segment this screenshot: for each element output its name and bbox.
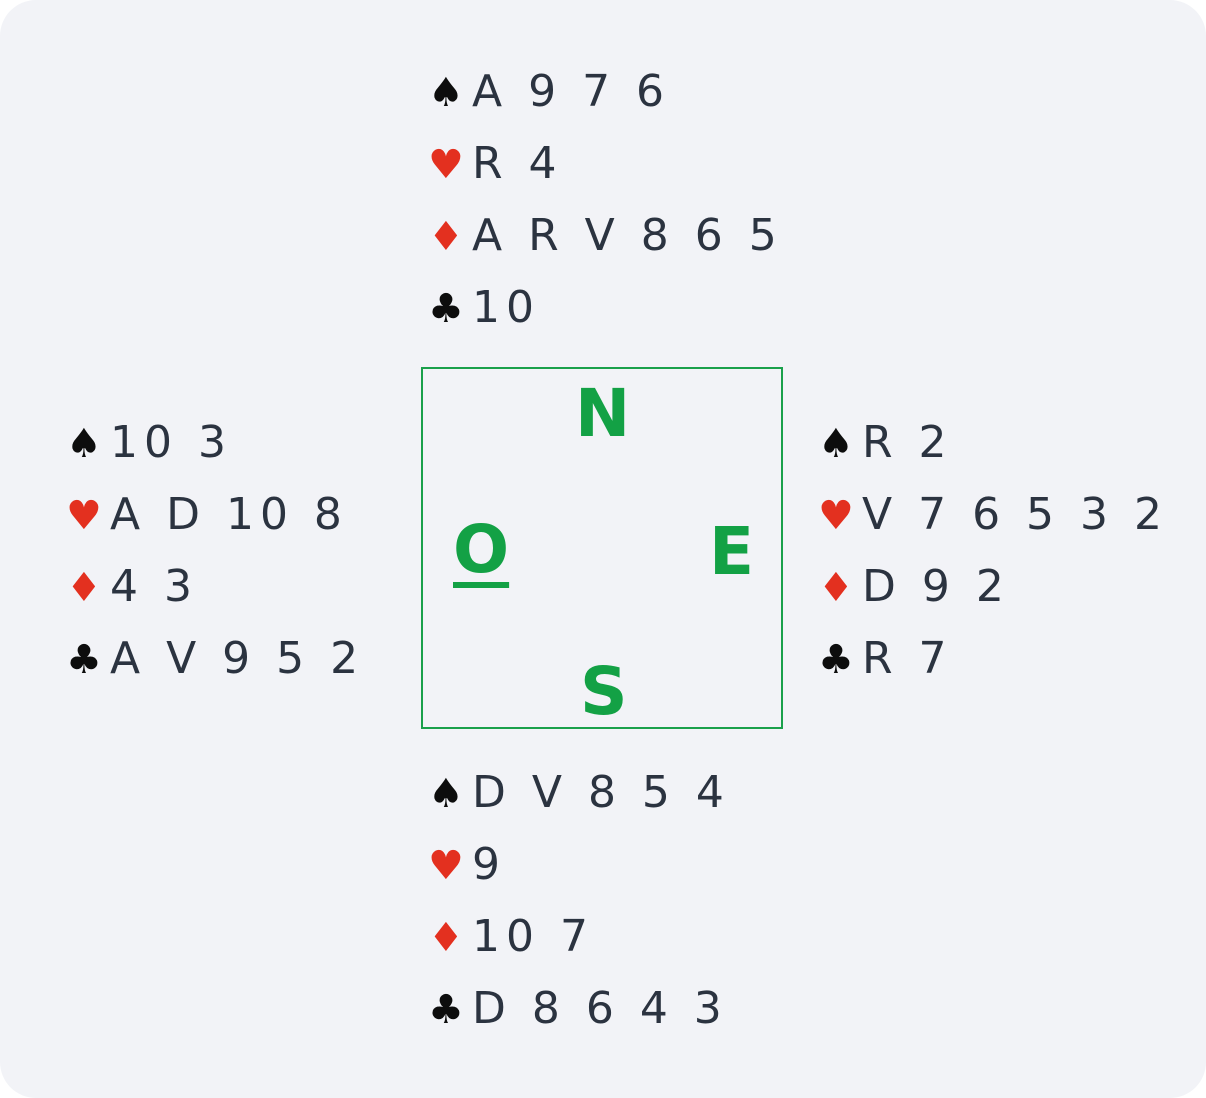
north-hearts-row: ♥R 4	[428, 128, 783, 200]
north-diamonds-row: ♦A R V 8 6 5	[428, 200, 783, 272]
hand-north: ♠A 9 7 6 ♥R 4 ♦A R V 8 6 5 ♣10	[428, 56, 783, 344]
south-diamonds-row: ♦10 7	[428, 901, 730, 973]
heart-icon: ♥	[428, 843, 464, 889]
south-diamonds: 10 7	[472, 911, 594, 962]
south-spades: D V 8 5 4	[472, 767, 730, 818]
north-diamonds: A R V 8 6 5	[472, 210, 783, 261]
north-spades: A 9 7 6	[472, 66, 671, 117]
east-hearts: V 7 6 5 3 2	[862, 489, 1169, 540]
south-clubs-row: ♣D 8 6 4 3	[428, 973, 730, 1045]
west-clubs: A V 9 5 2	[110, 633, 365, 684]
east-hearts-row: ♥V 7 6 5 3 2	[818, 479, 1168, 551]
club-icon: ♣	[818, 637, 854, 683]
club-icon: ♣	[428, 987, 464, 1033]
hand-east: ♠R 2 ♥V 7 6 5 3 2 ♦D 9 2 ♣R 7	[818, 407, 1168, 695]
heart-icon: ♥	[66, 493, 102, 539]
west-clubs-row: ♣A V 9 5 2	[66, 623, 364, 695]
spade-icon: ♠	[66, 421, 102, 467]
west-hearts-row: ♥A D 10 8	[66, 479, 364, 551]
west-spades: 10 3	[110, 417, 232, 468]
east-spades: R 2	[862, 417, 953, 468]
hand-south: ♠D V 8 5 4 ♥9 ♦10 7 ♣D 8 6 4 3	[428, 757, 730, 1045]
compass-south: S	[580, 653, 628, 730]
west-diamonds-row: ♦4 3	[66, 551, 364, 623]
east-clubs-row: ♣R 7	[818, 623, 1168, 695]
diamond-icon: ♦	[66, 565, 102, 611]
north-clubs: 10	[472, 282, 540, 333]
west-spades-row: ♠10 3	[66, 407, 364, 479]
diamond-icon: ♦	[428, 915, 464, 961]
east-spades-row: ♠R 2	[818, 407, 1168, 479]
east-clubs: R 7	[862, 633, 953, 684]
east-diamonds-row: ♦D 9 2	[818, 551, 1168, 623]
compass-east: E	[709, 513, 755, 590]
south-hearts-row: ♥9	[428, 829, 730, 901]
spade-icon: ♠	[428, 771, 464, 817]
north-clubs-row: ♣10	[428, 272, 783, 344]
compass-box: N O E S	[421, 367, 783, 729]
diamond-icon: ♦	[818, 565, 854, 611]
east-diamonds: D 9 2	[862, 561, 1010, 612]
hand-west: ♠10 3 ♥A D 10 8 ♦4 3 ♣A V 9 5 2	[66, 407, 364, 695]
west-diamonds: 4 3	[110, 561, 198, 612]
compass-north: N	[575, 375, 631, 452]
club-icon: ♣	[66, 637, 102, 683]
diamond-icon: ♦	[428, 214, 464, 260]
spade-icon: ♠	[428, 70, 464, 116]
compass-west-dealer: O	[453, 511, 510, 588]
south-hearts: 9	[472, 839, 506, 890]
south-spades-row: ♠D V 8 5 4	[428, 757, 730, 829]
heart-icon: ♥	[428, 142, 464, 188]
south-clubs: D 8 6 4 3	[472, 983, 728, 1034]
heart-icon: ♥	[818, 493, 854, 539]
west-hearts: A D 10 8	[110, 489, 348, 540]
spade-icon: ♠	[818, 421, 854, 467]
north-hearts: R 4	[472, 138, 563, 189]
club-icon: ♣	[428, 286, 464, 332]
north-spades-row: ♠A 9 7 6	[428, 56, 783, 128]
